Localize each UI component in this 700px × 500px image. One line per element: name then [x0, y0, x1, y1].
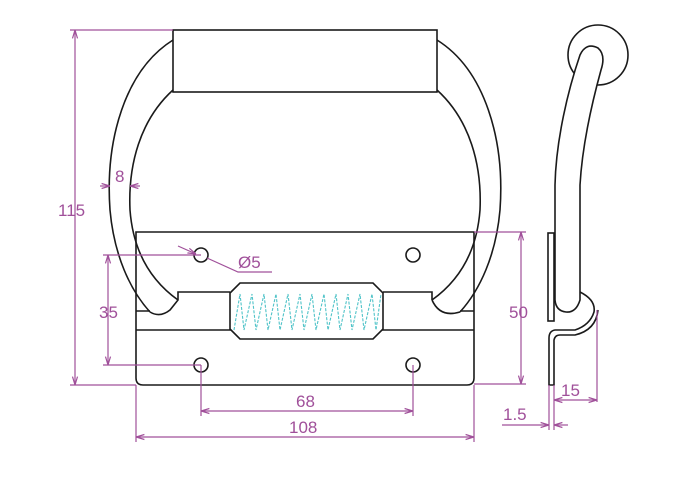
dim-35: 35 — [99, 303, 118, 322]
dim-1-5: 1.5 — [503, 405, 527, 424]
front-view — [108, 29, 502, 386]
handle-ring-outer — [108, 39, 174, 313]
mounting-hole — [405, 247, 421, 263]
dim-diameter-5: Ø5 — [238, 253, 261, 272]
handle-grip — [172, 29, 438, 93]
mounting-plate — [135, 231, 475, 386]
dim-68: 68 — [296, 392, 315, 411]
dim-115: 115 — [58, 201, 85, 220]
dim-15: 15 — [561, 381, 580, 400]
dim-8: 8 — [115, 167, 124, 186]
spring-housing — [229, 282, 384, 340]
side-view — [547, 24, 629, 386]
handle-bar-side — [554, 45, 604, 313]
side-plate — [547, 232, 555, 322]
spring — [233, 293, 382, 331]
dim-108: 108 — [289, 418, 317, 437]
dim-50: 50 — [509, 303, 528, 322]
handle-ring-inner — [128, 89, 179, 301]
dimensions: 115 8 35 Ø5 50 68 108 15 1.5 — [58, 29, 598, 442]
spring-clip — [548, 291, 599, 386]
